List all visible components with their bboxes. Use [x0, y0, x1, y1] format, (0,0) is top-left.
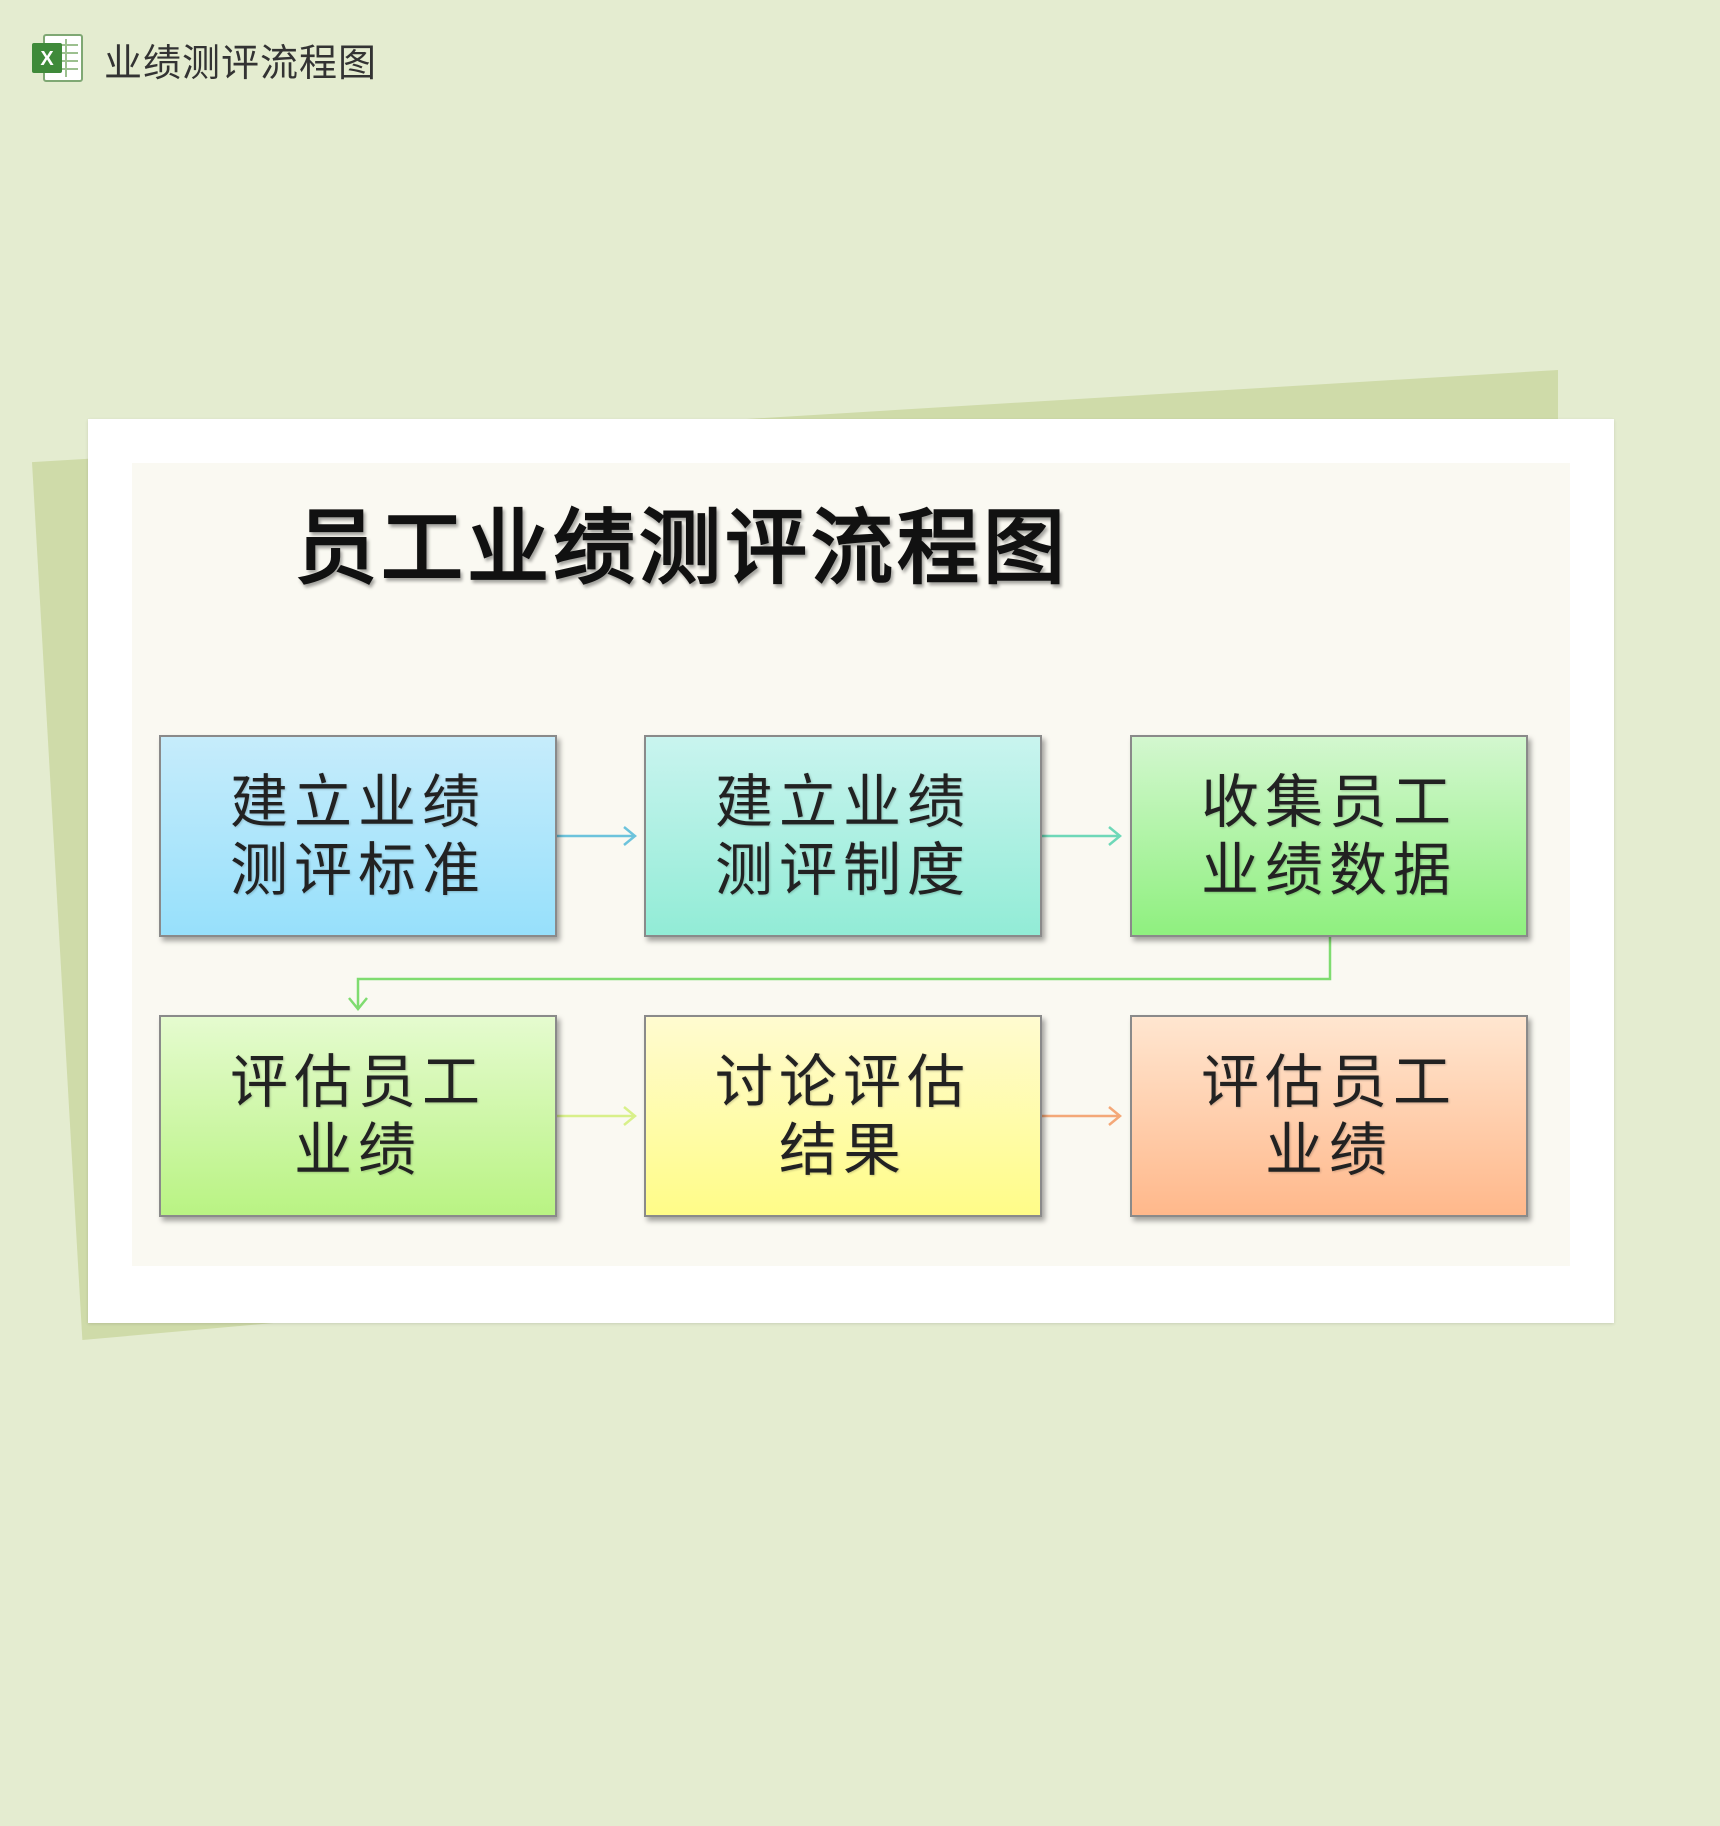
flow-step-4-line2: 业绩	[293, 1116, 422, 1184]
flow-step-6-line1: 评估员工	[1200, 1048, 1457, 1116]
flow-step-5-line2: 结果	[778, 1116, 907, 1184]
flow-step-6-line2: 业绩	[1264, 1116, 1393, 1184]
flow-step-5: 讨论评估 结果	[644, 1015, 1042, 1217]
flow-step-4-line1: 评估员工	[229, 1048, 486, 1116]
page-title: 业绩测评流程图	[104, 40, 378, 85]
flow-step-2-line2: 测评制度	[714, 836, 971, 904]
flow-step-6: 评估员工 业绩	[1130, 1015, 1528, 1217]
flow-step-2: 建立业绩 测评制度	[644, 735, 1042, 937]
flow-step-5-line1: 讨论评估	[714, 1048, 971, 1116]
arrow-step1-to-step2	[557, 826, 637, 846]
flow-step-3-line1: 收集员工	[1200, 768, 1457, 836]
flow-step-1-line2: 测评标准	[229, 836, 486, 904]
flow-step-1-line1: 建立业绩	[229, 768, 486, 836]
arrow-step4-to-step5	[557, 1106, 637, 1126]
excel-file-icon: X	[30, 31, 86, 87]
connector-step3-to-step4	[348, 937, 1332, 1011]
flow-step-2-line1: 建立业绩	[714, 768, 971, 836]
header: X 业绩测评流程图	[30, 30, 377, 88]
flow-step-1: 建立业绩 测评标准	[159, 735, 557, 937]
flow-arrows	[348, 826, 1332, 1126]
diagram-card: 员工业绩测评流程图 建立业绩	[88, 419, 1614, 1323]
flow-step-3-line2: 业绩数据	[1200, 836, 1457, 904]
diagram-panel: 员工业绩测评流程图 建立业绩	[132, 463, 1570, 1266]
arrow-step5-to-step6	[1042, 1106, 1122, 1126]
arrow-step2-to-step3	[1042, 826, 1122, 846]
flow-step-3: 收集员工 业绩数据	[1130, 735, 1528, 937]
svg-text:X: X	[40, 48, 54, 70]
diagram-title: 员工业绩测评流程图	[294, 500, 1069, 596]
flow-step-4: 评估员工 业绩	[159, 1015, 557, 1217]
